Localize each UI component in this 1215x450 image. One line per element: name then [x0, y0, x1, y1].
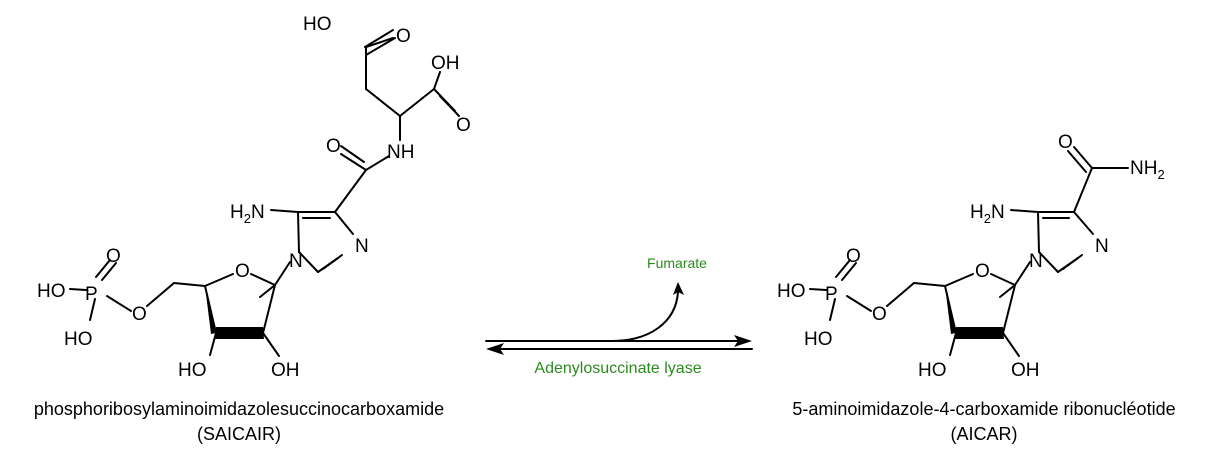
aicar-name: 5-aminoimidazole-4-carboxamide ribonuclé…	[792, 399, 1175, 419]
saicair-ester-o: O	[132, 304, 147, 325]
saicair-structure: HO O OH O O NH H2N N N O O P O HO HO HO …	[37, 14, 471, 381]
aicar-sugar-oh-right: OH	[1011, 360, 1040, 381]
saicair-p-oh-left: HO	[37, 281, 66, 302]
aicar-sugar-o: O	[975, 261, 990, 282]
saicair-ring-n-right: N	[355, 236, 369, 257]
saicair-acid-mid-o: O	[456, 115, 471, 136]
aicar-p-double-o: O	[846, 246, 861, 267]
saicair-sugar-o: O	[235, 261, 250, 282]
aicar-sugar-oh-left: HO	[918, 360, 947, 381]
saicair-phosphorus: P	[85, 284, 98, 305]
saicair-amide-o: O	[326, 136, 341, 157]
aicar-p-oh-bottom: HO	[804, 329, 833, 350]
saicair-p-oh-bottom: HO	[64, 329, 93, 350]
saicair-p-double-o: O	[106, 246, 121, 267]
aicar-p-oh-left: HO	[777, 281, 806, 302]
saicair-acid-top-o: O	[396, 26, 411, 47]
aicar-ring-n-right: N	[1095, 236, 1109, 257]
equilibrium-arrows	[485, 282, 753, 355]
aicar-structure: O NH2 H2N N N O O P O HO HO HO OH	[777, 132, 1165, 381]
aicar-abbreviation: (AICAR)	[951, 424, 1018, 444]
saicair-abbreviation: (SAICAIR)	[197, 424, 281, 444]
saicair-name: phosphoribosylaminoimidazolesuccinocarbo…	[34, 399, 444, 419]
saicair-amide-nh: NH	[387, 142, 414, 163]
aicar-amide-o: O	[1058, 132, 1073, 153]
enzyme-label: Adenylosuccinate lyase	[534, 360, 701, 377]
saicair-acid-top-oh: HO	[303, 14, 332, 35]
saicair-acid-mid-oh: OH	[431, 53, 460, 74]
aicar-ring-n-bottom: N	[1029, 251, 1043, 272]
saicair-amino: H2N	[230, 202, 265, 226]
saicair-ring-n-bottom: N	[289, 251, 303, 272]
aicar-phosphorus: P	[825, 284, 838, 305]
aicar-amide-nh2: NH2	[1130, 158, 1165, 182]
fumarate-label: Fumarate	[647, 255, 707, 271]
aicar-ester-o: O	[872, 304, 887, 325]
saicair-sugar-oh-left: HO	[178, 360, 207, 381]
aicar-amino: H2N	[970, 202, 1005, 226]
saicair-sugar-oh-right: OH	[271, 360, 300, 381]
